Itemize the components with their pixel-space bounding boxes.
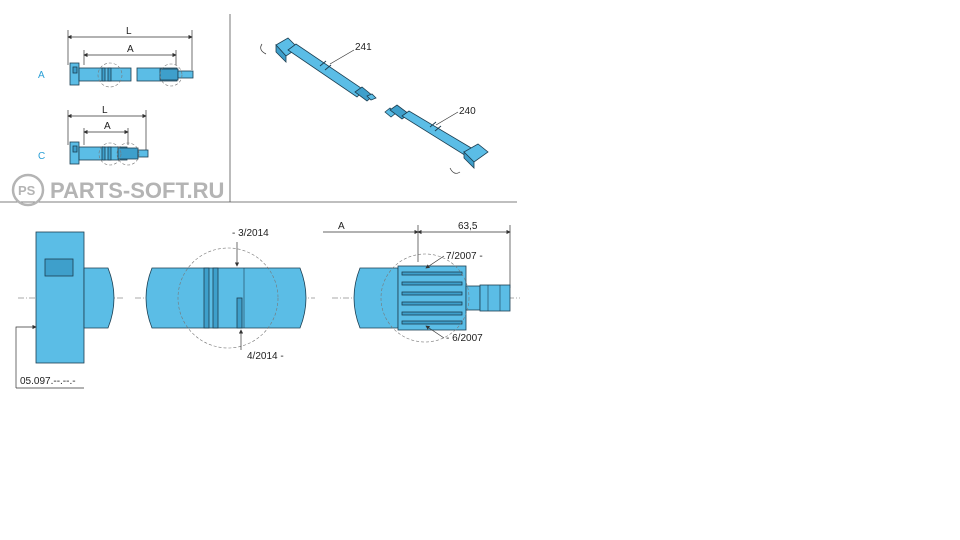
watermark-badge-icon (11, 173, 45, 207)
dimension-635-label: 63,5 (458, 221, 478, 232)
shaft-240-drawing: 240 (384, 104, 489, 174)
dimension-l-label-c: L (102, 105, 108, 116)
watermark: PS PARTS-SOFT.RU (11, 173, 224, 207)
shaft-241-drawing: 241 (260, 37, 377, 102)
variant-a-label: A (38, 70, 45, 81)
dimension-a-label-a: A (127, 44, 134, 55)
part-number-240: 240 (459, 106, 476, 117)
variant-c-label: C (38, 151, 45, 162)
dimension-a-label-detail: A (338, 221, 345, 232)
date-7-2007: 7/2007 - (446, 251, 483, 262)
variant-a-drawing: A L A (38, 26, 194, 88)
dimension-l-label-a: L (126, 26, 132, 37)
reference-number: 05.097.--.--.- (20, 376, 76, 387)
date-4-2014: 4/2014 - (247, 351, 284, 362)
detail-grooves: - 3/2014 4/2014 - (135, 228, 315, 362)
variant-c-drawing: C L A (38, 105, 149, 166)
detail-spline: A 63,5 7/2007 - - 6/2007 (323, 221, 520, 344)
dimension-a-label-c: A (104, 121, 111, 132)
date-6-2007: - 6/2007 (446, 333, 483, 344)
date-3-2014: - 3/2014 (232, 228, 269, 239)
part-number-241: 241 (355, 42, 372, 53)
detail-flange: 05.097.--.--.- (15, 231, 125, 389)
watermark-badge-text: PS (18, 183, 36, 198)
watermark-text: PARTS-SOFT.RU (50, 178, 224, 203)
